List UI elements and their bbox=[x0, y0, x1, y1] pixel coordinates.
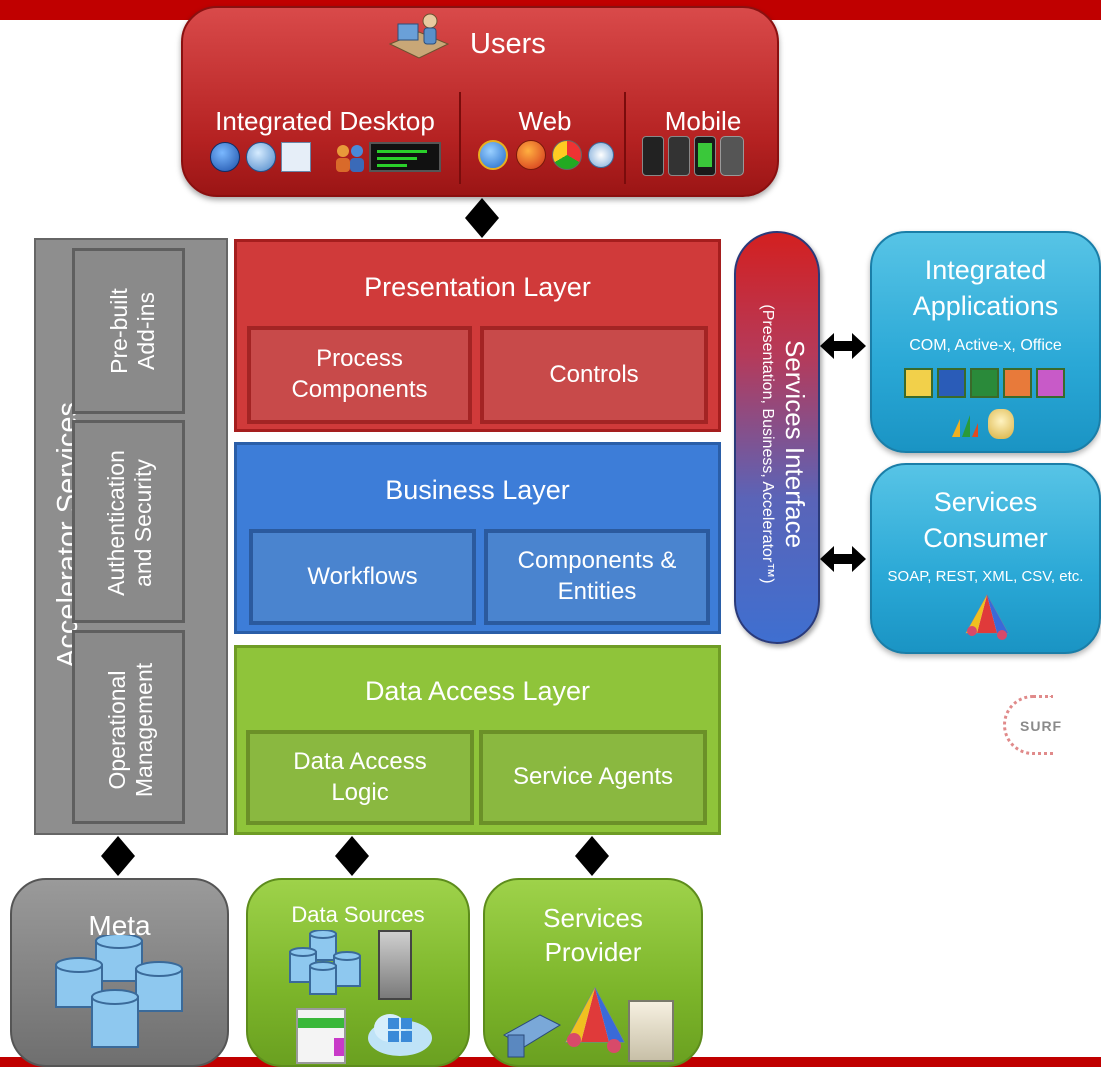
components-entities-box: Components & Entities bbox=[484, 529, 710, 625]
word-icon bbox=[937, 368, 966, 398]
component-label-line2: Entities bbox=[557, 578, 637, 605]
services-provider-line2: Provider bbox=[544, 936, 642, 967]
outlook-icon bbox=[904, 368, 933, 398]
arrow-bidirectional-vertical bbox=[465, 198, 499, 238]
arrow-bidirectional-vertical bbox=[575, 836, 609, 876]
arrow-bidirectional-vertical bbox=[335, 836, 369, 876]
integrated-apps-line2: Applications bbox=[912, 290, 1059, 321]
component-label: Workflows bbox=[307, 562, 418, 590]
integrated-apps-detail: COM, Active-x, Office bbox=[909, 337, 1062, 354]
services-interface-pill bbox=[734, 231, 820, 644]
module-label-line1: Operational bbox=[104, 670, 130, 790]
module-label-line2: and Security bbox=[130, 459, 156, 587]
component-label-line2: Logic bbox=[331, 778, 389, 806]
arrow-bidirectional-vertical bbox=[101, 836, 135, 876]
server-tools-icon bbox=[628, 1000, 674, 1062]
windows-icon bbox=[210, 142, 240, 172]
controls-box: Controls bbox=[480, 326, 708, 424]
internet-explorer-icon bbox=[478, 140, 508, 170]
module-label-line2: Add-ins bbox=[133, 292, 159, 370]
watermark-text: SURF bbox=[1020, 718, 1063, 734]
channel-web-label: Web bbox=[518, 106, 572, 136]
integrated-applications-box: Integrated Applications COM, Active-x, O… bbox=[870, 231, 1101, 453]
database-cylinders-icon bbox=[50, 933, 190, 1060]
component-label-line1: Components & bbox=[517, 547, 677, 575]
chrome-icon bbox=[552, 140, 582, 170]
watermark-logo-dots bbox=[1003, 695, 1053, 755]
service-agents-box: Service Agents bbox=[479, 730, 707, 825]
conveyor-icon bbox=[500, 1005, 566, 1061]
phone-icon bbox=[642, 136, 664, 176]
module-label-line1: Authentication bbox=[103, 450, 129, 596]
module-label-line1: Pre-built bbox=[106, 288, 132, 374]
workflows-box: Workflows bbox=[249, 529, 476, 625]
data-access-layer-title: Data Access Layer bbox=[364, 676, 591, 706]
presentation-layer-title: Presentation Layer bbox=[364, 272, 591, 302]
sharepoint-icon bbox=[988, 409, 1014, 439]
component-label-line2: Components bbox=[291, 376, 428, 403]
accelerator-module-authentication-security: Authentication and Security bbox=[72, 420, 185, 623]
email-icon bbox=[281, 142, 311, 172]
users-divider bbox=[459, 92, 461, 184]
accelerator-module-operational-management: Operational Management bbox=[72, 630, 185, 824]
channel-integrated-desktop-label: Integrated Desktop bbox=[215, 106, 435, 136]
services-interface-subtitle: (Presentation, Business, Accelerator™) bbox=[759, 304, 776, 584]
database-stack-icon bbox=[286, 929, 366, 998]
cloud-windows-icon bbox=[364, 1004, 436, 1060]
channel-mobile-label: Mobile bbox=[664, 106, 742, 136]
service-prism-icon bbox=[964, 593, 1010, 641]
services-consumer-line2: Consumer bbox=[923, 522, 1048, 553]
business-layer-title: Business Layer bbox=[385, 475, 570, 505]
accelerator-module-prebuilt-addins: Pre-built Add-ins bbox=[72, 248, 185, 414]
services-consumer-line1: Services bbox=[933, 487, 1038, 517]
services-consumer-box: Services Consumer SOAP, REST, XML, CSV, … bbox=[870, 463, 1101, 654]
users-title: Users bbox=[470, 28, 546, 60]
integrated-apps-line1: Integrated bbox=[924, 255, 1047, 285]
component-label-line1: Process bbox=[316, 345, 403, 373]
users-icon bbox=[386, 10, 452, 62]
services-consumer-detail: SOAP, REST, XML, CSV, etc. bbox=[887, 568, 1084, 585]
service-prism-icon bbox=[564, 986, 626, 1056]
globe-icon bbox=[246, 142, 276, 172]
phone-icon bbox=[694, 136, 716, 176]
office-app-icons bbox=[904, 368, 1066, 400]
users-divider bbox=[624, 92, 626, 184]
module-label-line2: Management bbox=[131, 662, 157, 798]
phone-icon bbox=[668, 136, 690, 176]
services-interface-title: Services Interface bbox=[780, 339, 810, 549]
business-layer: Business Layer Workflows Components & Ent… bbox=[234, 442, 721, 634]
component-label-line1: Data Access bbox=[293, 747, 427, 775]
excel-icon bbox=[970, 368, 999, 398]
phone-icon bbox=[720, 136, 744, 176]
onenote-icon bbox=[1036, 368, 1065, 398]
data-sources-title: Data Sources bbox=[291, 902, 425, 927]
terminal-icon bbox=[369, 142, 441, 172]
component-label: Service Agents bbox=[512, 763, 674, 791]
arrow-bidirectional-horizontal bbox=[820, 546, 866, 572]
dynamics-icon bbox=[950, 411, 980, 439]
firefox-icon bbox=[516, 140, 546, 170]
component-label: Controls bbox=[549, 360, 639, 388]
document-box-icon bbox=[296, 1008, 346, 1064]
services-provider-line1: Services bbox=[543, 903, 643, 933]
server-icon bbox=[378, 930, 412, 1000]
safari-icon bbox=[588, 142, 614, 168]
people-icon bbox=[333, 142, 367, 174]
powerpoint-icon bbox=[1003, 368, 1032, 398]
arrow-bidirectional-horizontal bbox=[820, 333, 866, 359]
